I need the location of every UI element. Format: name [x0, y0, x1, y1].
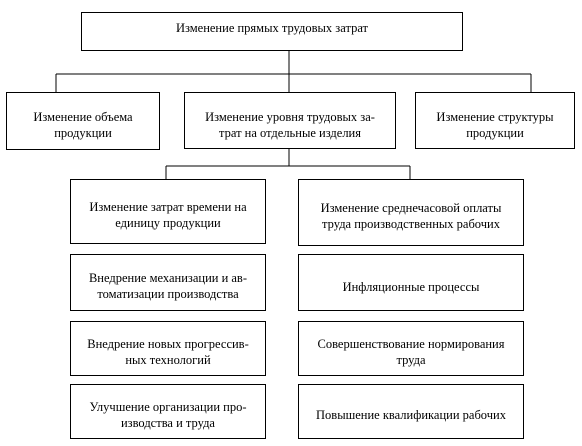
new-technologies-box: Внедрение новых прогрессив- ных технолог… [70, 321, 266, 376]
norming-improvement-line1: Совершенствование нормирования [317, 337, 505, 351]
norming-improvement-line2: труда [396, 353, 426, 367]
structure-change-box: Изменение структуры продукции [415, 92, 575, 149]
labor-level-change-line1: Изменение уровня трудовых за- [205, 109, 375, 124]
new-technologies-line2: ных технологий [125, 353, 211, 367]
organization-improvement-line1: Улучшение организации про- [89, 400, 247, 414]
inflation-box: Инфляционные процессы [298, 254, 524, 311]
mechanization-box: Внедрение механизации и ав- томатизации … [70, 254, 266, 311]
new-technologies-line1: Внедрение новых прогрессив- [87, 337, 249, 351]
qualification-box: Повышение квалификации рабочих [298, 384, 524, 439]
root-label: Изменение прямых трудовых затрат [175, 21, 369, 35]
structure-change-line1: Изменение структуры [436, 109, 554, 124]
hourly-pay-change-line1: Изменение среднечасовой оплаты [320, 201, 502, 215]
mechanization-line2: томатизации производства [97, 287, 239, 301]
mechanization-line1: Внедрение механизации и ав- [88, 271, 248, 285]
time-cost-change-box: Изменение затрат времени на единицу прод… [70, 179, 266, 244]
structure-change-line2: продукции [466, 125, 524, 140]
time-cost-change-line1: Изменение затрат времени на [89, 200, 247, 214]
volume-change-line1: Изменение объема [33, 110, 133, 124]
labor-level-change-box: Изменение уровня трудовых за- трат на от… [184, 92, 396, 149]
volume-change-box: Изменение объема продукции [6, 92, 160, 150]
norming-improvement-box: Совершенствование нормирования труда [298, 321, 524, 376]
qualification-line1: Повышение квалификации рабочих [316, 408, 506, 422]
organization-improvement-box: Улучшение организации про- изводства и т… [70, 384, 266, 439]
hourly-pay-change-line2: труда производственных рабочих [322, 217, 500, 231]
organization-improvement-line2: изводства и труда [120, 416, 215, 430]
inflation-line1: Инфляционные процессы [342, 279, 480, 294]
volume-change-line2: продукции [54, 126, 112, 140]
labor-level-change-line2: трат на отдельные изделия [218, 125, 362, 140]
hourly-pay-change-box: Изменение среднечасовой оплаты труда про… [298, 179, 524, 246]
root-box: Изменение прямых трудовых затрат [81, 12, 463, 51]
time-cost-change-line2: единицу продукции [115, 216, 221, 230]
